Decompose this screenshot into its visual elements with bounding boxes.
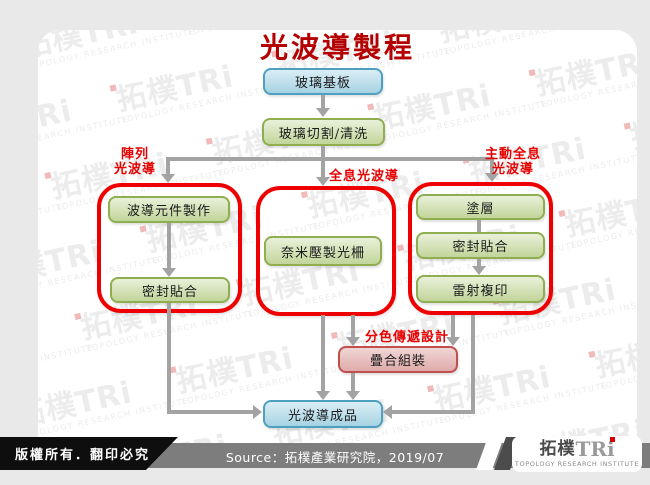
connector-line — [391, 410, 473, 414]
connector-line — [321, 146, 325, 159]
arrow-left-icon — [383, 405, 392, 419]
arrow-down-icon — [161, 174, 175, 183]
tri-logo-latin: TRi — [575, 437, 615, 461]
arrow-down-icon — [346, 337, 360, 346]
node-coating: 塗層 — [416, 194, 545, 220]
node-seal-lamination-left: 密封貼合 — [110, 277, 230, 303]
connector-line — [321, 95, 325, 108]
connector-line — [321, 315, 325, 391]
connector-line — [166, 161, 170, 174]
connector-line — [477, 220, 481, 232]
connector-line — [171, 410, 254, 414]
group-holographic-waveguide — [256, 186, 396, 316]
arrow-down-icon — [316, 177, 330, 186]
connector-line — [471, 315, 475, 414]
label-active-holographic-waveguide: 主動全息 光波導 — [484, 147, 541, 177]
node-final-product: 光波導成品 — [263, 400, 383, 428]
node-laser-copy: 雷射複印 — [416, 275, 545, 303]
connector-line — [166, 157, 494, 161]
group-active-holographic-waveguide — [408, 182, 553, 315]
node-glass-substrate: 玻璃基板 — [263, 68, 383, 95]
connector-line — [490, 161, 494, 173]
node-stack-assembly: 疊合組裝 — [338, 346, 458, 373]
tri-logo: 拓樸 TRi TOPOLOGY RESEARCH INSTITUTE — [512, 436, 642, 472]
connector-line — [477, 259, 481, 266]
node-waveguide-component-fab: 波導元件製作 — [108, 196, 230, 223]
arrow-down-icon — [162, 268, 176, 277]
node-glass-cutting: 玻璃切割/清洗 — [262, 118, 385, 146]
node-seal-lamination-right: 密封貼合 — [416, 232, 545, 259]
connector-line — [351, 373, 355, 391]
copyright-notice: 版權所有．翻印必究 — [0, 437, 178, 470]
tri-logo-row: 拓樸 TRi — [539, 437, 615, 461]
arrow-down-icon — [316, 108, 330, 117]
connector-line — [167, 303, 171, 414]
tri-logo-latin-text: TRi — [575, 437, 615, 461]
page-title: 光波導製程 — [259, 31, 415, 64]
tri-logo-red-dot-icon — [609, 437, 615, 442]
tri-logo-subtext: TOPOLOGY RESEARCH INSTITUTE — [514, 460, 640, 468]
connector-line — [167, 223, 171, 268]
arrow-down-icon — [472, 266, 486, 275]
node-nano-imprint-grating: 奈米壓製光柵 — [264, 236, 382, 266]
connector-line — [451, 315, 455, 337]
label-color-transfer-design: 分色傳遞設計 — [364, 330, 449, 345]
arrow-down-icon — [316, 391, 330, 400]
source-caption: Source：拓樸產業研究院，2019/07 — [225, 450, 445, 465]
arrow-right-icon — [253, 405, 262, 419]
connector-line — [351, 315, 355, 337]
arrow-down-icon — [485, 173, 499, 182]
label-array-waveguide: 陣列 光波導 — [113, 147, 156, 177]
tri-logo-cjk: 拓樸 — [539, 439, 576, 459]
label-holographic-waveguide: 全息光波導 — [329, 169, 400, 184]
connector-line — [321, 161, 325, 177]
arrow-down-icon — [446, 337, 460, 346]
arrow-down-icon — [346, 391, 360, 400]
